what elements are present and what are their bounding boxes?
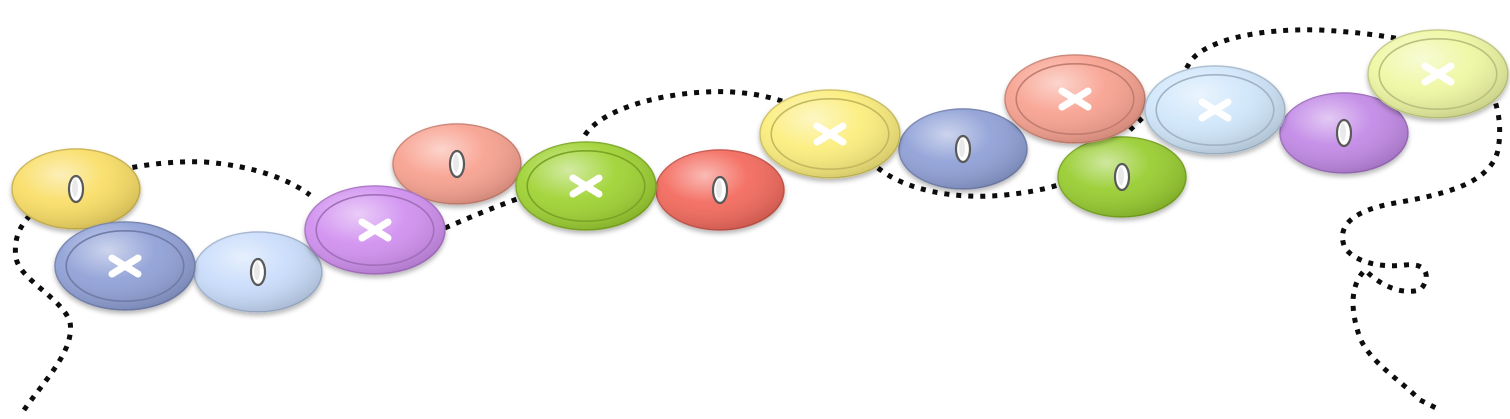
thread-hole-icon	[1335, 118, 1353, 148]
button-inner-rim	[526, 150, 646, 223]
thread-right-loop	[876, 165, 1097, 199]
cross-stitch-icon	[358, 218, 392, 242]
thread-hole-icon	[954, 134, 972, 164]
cross-stitched-button-14	[1367, 29, 1509, 119]
cross-stitched-button-10	[1004, 54, 1146, 144]
two-hole-button-7	[655, 149, 785, 231]
two-hole-button-3	[193, 231, 323, 313]
cross-stitched-button-8	[759, 89, 901, 179]
button-inner-rim	[1378, 37, 1498, 111]
two-hole-button-1	[11, 148, 141, 230]
thread-hole-icon	[249, 257, 267, 287]
cross-stitched-button-4	[304, 185, 446, 275]
cross-stitch-icon	[813, 122, 847, 146]
two-hole-button-13	[1279, 92, 1409, 174]
dotted-thread	[12, 27, 1503, 412]
button-inner-rim	[1015, 62, 1135, 136]
cross-stitch-icon	[1421, 62, 1455, 86]
two-hole-button-11	[1057, 136, 1187, 218]
cross-stitch-icon	[1058, 87, 1092, 111]
cross-stitch-icon	[569, 174, 603, 198]
cross-stitched-button-6	[515, 141, 657, 231]
thread-hole-icon	[448, 149, 466, 179]
thread-hole-icon	[711, 175, 729, 205]
button-inner-rim	[770, 98, 890, 171]
two-hole-button-9	[898, 108, 1028, 190]
cross-stitch-icon	[108, 254, 142, 278]
cross-stitched-button-2	[54, 221, 196, 311]
thread-hole-icon	[1113, 162, 1131, 192]
button-inner-rim	[1155, 74, 1275, 147]
two-hole-button-5	[392, 123, 522, 205]
button-inner-rim	[315, 194, 435, 267]
button-inner-rim	[65, 230, 185, 303]
thread-middle-span	[444, 195, 521, 231]
thread-right-hook	[1128, 27, 1503, 411]
cross-stitched-button-12	[1144, 65, 1286, 155]
thread-middle-loop	[582, 89, 791, 137]
thread-hole-icon	[67, 174, 85, 204]
cross-stitch-icon	[1198, 98, 1232, 122]
buttons-group	[11, 29, 1509, 313]
